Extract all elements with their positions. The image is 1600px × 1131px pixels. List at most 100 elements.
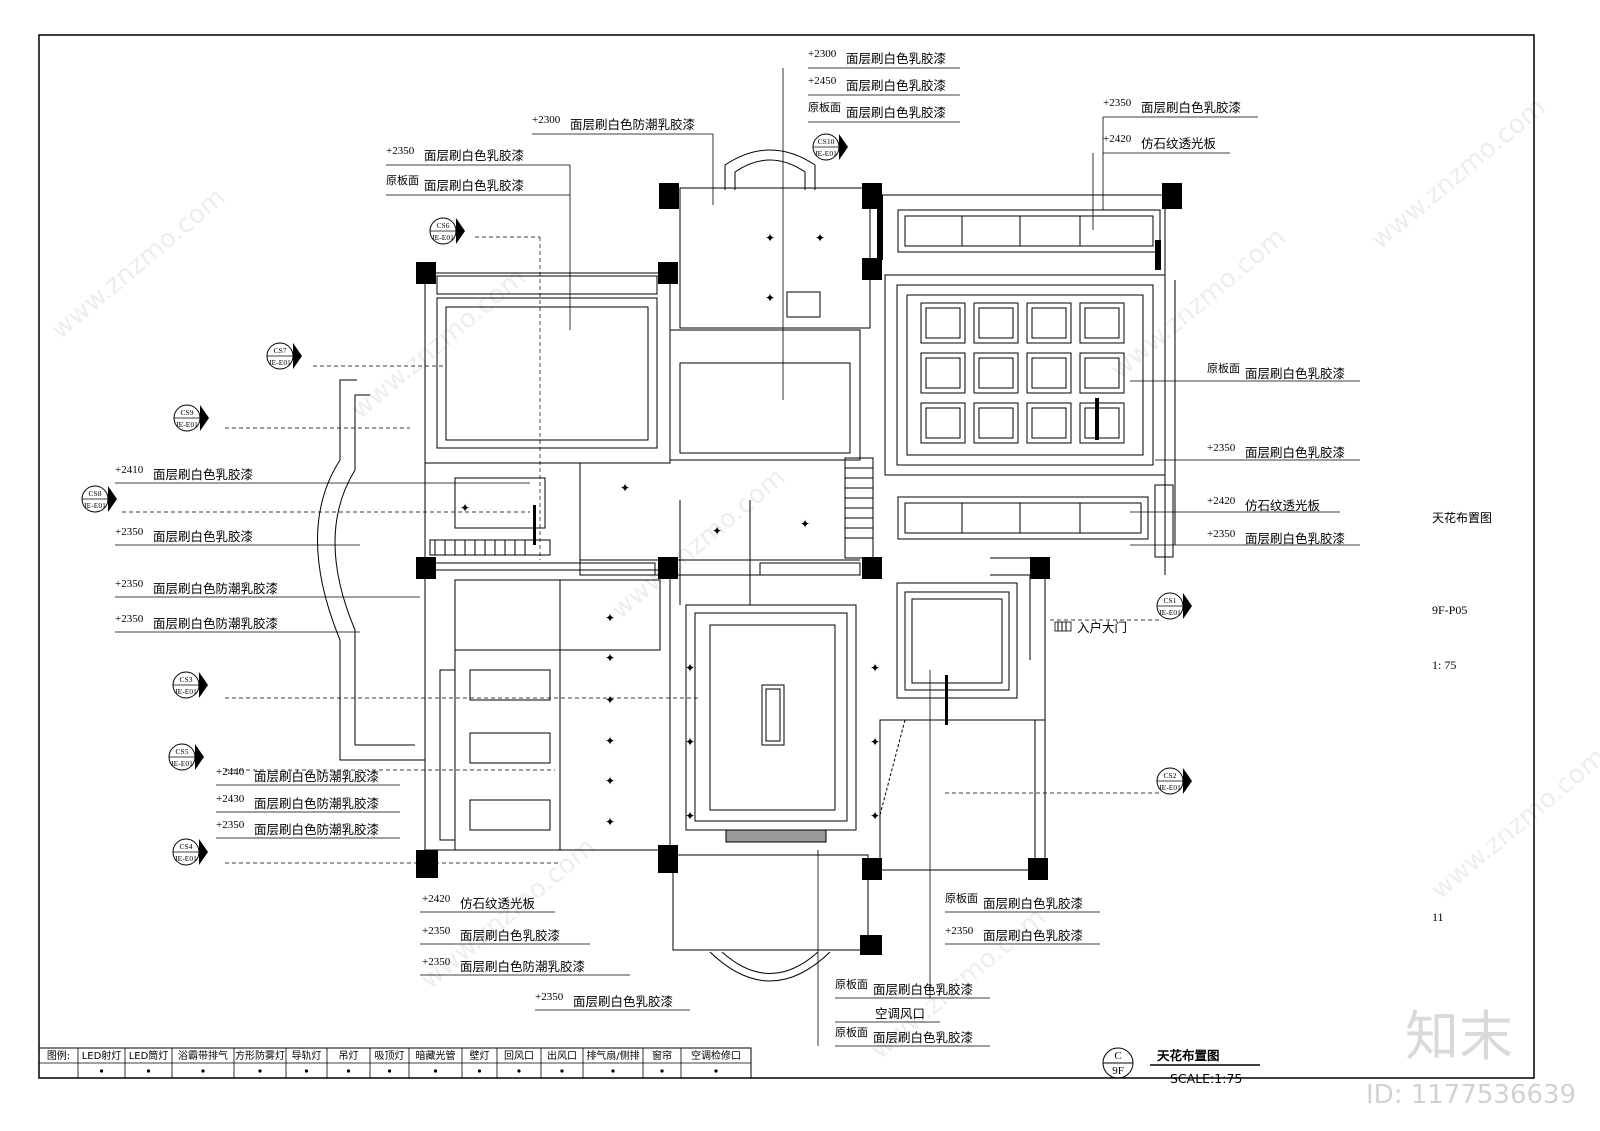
- annotation-elevation: 原板面: [945, 891, 978, 905]
- legend-item-label: 壁灯: [470, 1049, 490, 1062]
- svg-text:知末: 知末: [1405, 1005, 1513, 1068]
- downlights: ✦✦✦ ✦✦✦ ✦✦✦ ✦✦✦ ✦✦✦ ✦✦✦ ✦: [460, 231, 880, 829]
- legend-item-label: 空调检修口: [691, 1049, 741, 1062]
- annotation-text: 面层刷白色乳胶漆: [846, 78, 946, 93]
- watermark-id: ID: 1177536639: [1366, 1080, 1576, 1110]
- annotation-text: 面层刷白色乳胶漆: [573, 994, 673, 1009]
- room-bath-west: [424, 569, 671, 851]
- svg-text:www.znzmo.com: www.znzmo.com: [1365, 92, 1551, 255]
- side-title-block: 天花布置图 9F-P05 1: 75 11: [1432, 510, 1492, 924]
- legend-item-label: LED筒灯: [129, 1049, 169, 1062]
- legend-symbol: [560, 1069, 564, 1073]
- title-scale: SCALE:1:75: [1170, 1071, 1242, 1086]
- annotation-elevation: +2350: [422, 925, 451, 937]
- annotation-callout: 空调风口: [875, 1006, 925, 1021]
- legend-symbol: [611, 1069, 615, 1073]
- annotation-text: 面层刷白色乳胶漆: [983, 928, 1083, 943]
- annotation-callout: 原板面面层刷白色乳胶漆: [835, 1025, 973, 1045]
- annotation-elevation: +2300: [808, 48, 837, 60]
- svg-text:✦: ✦: [605, 815, 615, 829]
- section-tag-id: CS9: [181, 408, 194, 417]
- sheet-border: [38, 34, 1535, 1079]
- section-tag-layer: CS10IE-E01CS6IE-E01CS7IE-E01CS9IE-E01CS8…: [81, 133, 1192, 866]
- annotation-text: 面层刷白色乳胶漆: [1245, 366, 1345, 381]
- annotation-elevation: +2410: [115, 464, 144, 476]
- entrance-label: 入户大门: [1077, 620, 1127, 635]
- svg-text:✦: ✦: [685, 661, 695, 675]
- svg-text:✦: ✦: [765, 231, 775, 245]
- section-tag-id: CS1: [1164, 596, 1177, 605]
- annotation-text: 面层刷白色防潮乳胶漆: [254, 822, 379, 837]
- legend-symbol: [99, 1069, 104, 1073]
- section-tag-id: CS6: [437, 221, 450, 230]
- legend-symbol: [660, 1069, 664, 1073]
- section-tag-ref: IE-E01: [171, 759, 193, 768]
- annotation-elevation: 原板面: [1207, 361, 1240, 375]
- stone-light-panel-mid: [897, 496, 1149, 540]
- section-tag-id: CS8: [89, 489, 102, 498]
- watermark-logo: 知末 ID: 1177536639: [1366, 1005, 1576, 1110]
- annotation-text: 仿石纹透光板: [1141, 136, 1217, 151]
- room-bedroom-nw: [424, 272, 671, 464]
- svg-text:✦: ✦: [620, 481, 630, 495]
- section-tag-id: CS5: [176, 747, 189, 756]
- annotation-elevation: +2420: [1207, 495, 1236, 507]
- annotation-text: 仿石纹透光板: [1245, 498, 1321, 513]
- annotation-elevation: +2350: [115, 526, 144, 538]
- section-tag-ref: IE-E01: [815, 149, 837, 158]
- annotation-callout: +2300 面层刷白色乳胶漆: [808, 48, 946, 66]
- legend-symbol: [146, 1069, 151, 1073]
- section-tag-ref: IE-E01: [176, 420, 198, 429]
- svg-text:✦: ✦: [870, 735, 880, 749]
- legend-symbol: [201, 1069, 205, 1073]
- annotation-text: 面层刷白色乳胶漆: [424, 148, 524, 163]
- annotation-text: 面层刷白色乳胶漆: [846, 51, 946, 66]
- legend-symbol: [387, 1069, 392, 1073]
- section-tag-ref: IE-E01: [84, 501, 106, 510]
- drawing-title: C 9F 天花布置图 SCALE:1:75: [1102, 1047, 1260, 1086]
- room-living: [685, 604, 857, 831]
- svg-text:✦: ✦: [605, 651, 615, 665]
- legend-symbol: [517, 1069, 521, 1073]
- side-sheet-no: 9F-P05: [1432, 603, 1467, 617]
- section-lines: [122, 236, 1160, 864]
- annotation-callout: +2420 仿石纹透光板: [1207, 495, 1321, 513]
- legend-item-label: 回风口: [504, 1050, 534, 1062]
- annotation-text: 面层刷白色乳胶漆: [1141, 100, 1241, 115]
- annotation-text: 面层刷白色乳胶漆: [873, 982, 973, 997]
- stone-light-panel-top: [897, 209, 1161, 253]
- svg-text:✦: ✦: [870, 661, 880, 675]
- legend-symbol: [304, 1069, 309, 1073]
- section-tag-id: CS3: [180, 675, 193, 684]
- annotation-elevation: +2350: [386, 145, 415, 157]
- annotation-callout: 原板面面层刷白色乳胶漆: [945, 891, 1083, 911]
- section-tag-id: CS7: [274, 346, 287, 355]
- svg-text:✦: ✦: [870, 809, 880, 823]
- annotation-text: 面层刷白色乳胶漆: [846, 105, 946, 120]
- annotation-text: 面层刷白色防潮乳胶漆: [254, 796, 379, 811]
- legend-item-label: 出风口: [547, 1049, 577, 1062]
- annotation-elevation: +2350: [945, 925, 974, 937]
- annotation-text: 仿石纹透光板: [460, 896, 536, 911]
- annotation-text: 面层刷白色乳胶漆: [153, 467, 253, 482]
- legend-symbol: [714, 1069, 718, 1073]
- annotation-callout: +2410 面层刷白色乳胶漆: [115, 464, 253, 482]
- annotation-elevation: +2430: [216, 793, 245, 805]
- title-name: 天花布置图: [1157, 1048, 1220, 1063]
- annotation-text: 空调风口: [875, 1006, 925, 1021]
- annotation-leaders: [115, 67, 1360, 1047]
- annotation-text: 面层刷白色乳胶漆: [983, 896, 1083, 911]
